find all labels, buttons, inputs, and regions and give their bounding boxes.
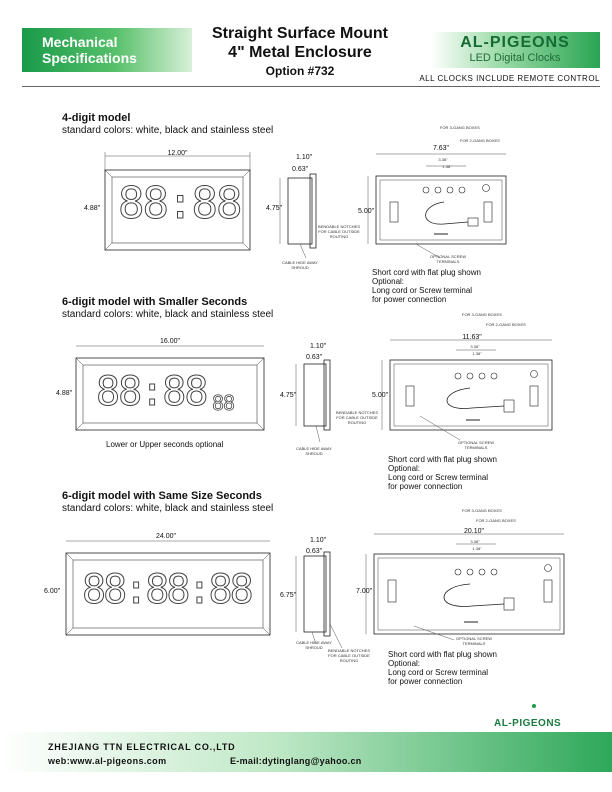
back-height-dim: 5.00" [358, 208, 375, 215]
cord-note-line4: for power connection [372, 295, 447, 304]
front-width-dim: 24.00" [155, 533, 176, 540]
side-height-dim: 6.75" [280, 592, 297, 599]
spec-banner-line1: Mechanical [42, 34, 118, 50]
company-name: ZHEJIANG TTN ELECTRICAL CO.,LTD [48, 742, 236, 752]
side-dim-top2: 0.63" [292, 166, 309, 173]
callout-2gang: FOR 2-GANG BOXES [476, 518, 516, 523]
back-view-drawing [365, 533, 565, 641]
optional-terminals-label: OPTIONAL SCREW TERMINALS [455, 636, 493, 646]
side-dim-top1: 1.10" [296, 154, 313, 161]
section-subtitle: standard colors: white, black and stainl… [62, 503, 274, 514]
cord-note-line2: Optional: [388, 659, 421, 668]
cord-note-line3: Long cord or Screw terminal [388, 473, 489, 482]
bendable-notches-label: BENDABLE NOTCHES FOR CABLE OUTSIDE ROUTI… [328, 648, 371, 663]
back-dim-top2: 3.38" [470, 539, 480, 544]
header-divider [22, 86, 600, 87]
front-height-dim: 4.88" [56, 390, 73, 397]
cord-note: Short cord with flat plug shown Optional… [372, 268, 481, 304]
back-dim-top3: 1.38" [472, 546, 482, 551]
back-dim-top3: 1.38" [442, 164, 452, 169]
side-height-dim: 4.75" [266, 205, 283, 212]
callout-3gang: FOR 3-GANG BOXES [462, 312, 502, 317]
front-width-dim: 12.00" [167, 150, 188, 157]
email-link[interactable]: E-mail:dytinglang@yahoo.cn [230, 756, 362, 766]
section-title: 6-digit model with Same Size Seconds [62, 490, 262, 502]
cord-note-line1: Short cord with flat plug shown [388, 455, 497, 464]
side-dim-top1: 1.10" [310, 537, 327, 544]
front-view-drawing [65, 540, 271, 636]
cable-shroud-label: CABLE HIDE AWAY SHROUD [296, 446, 332, 456]
website-link[interactable]: web:www.al-pigeons.com [48, 756, 167, 766]
cord-note: Short cord with flat plug shown Optional… [388, 455, 497, 491]
front-height-dim: 4.88" [84, 205, 101, 212]
front-view-drawing [75, 345, 265, 431]
seconds-option-note: Lower or Upper seconds optional [106, 440, 224, 449]
cord-note-line1: Short cord with flat plug shown [372, 268, 481, 277]
cord-note: Short cord with flat plug shown Optional… [388, 650, 497, 686]
clock-display-main: 88:88 [95, 369, 208, 415]
back-height-dim: 7.00" [356, 588, 373, 595]
footer-band [0, 732, 612, 772]
side-view-drawing [295, 359, 331, 443]
clock-display-seconds: 88 [212, 391, 236, 415]
cord-note-line2: Optional: [388, 464, 421, 473]
side-dim-top2: 0.63" [306, 548, 323, 555]
side-dim-top2: 0.63" [306, 354, 323, 361]
cord-note-line3: Long cord or Screw terminal [372, 286, 473, 295]
side-dim-top1: 1.10" [310, 343, 327, 350]
logo-text: AL-PIGEONS [494, 718, 562, 729]
section-title: 6-digit model with Smaller Seconds [62, 296, 248, 308]
brand-banner [430, 32, 600, 68]
spec-banner: Mechanical Specifications [22, 28, 192, 72]
front-view-drawing [104, 152, 251, 251]
back-dim-top2: 3.38" [438, 157, 448, 162]
side-height-dim: 4.75" [280, 392, 297, 399]
back-dim-top1: 20.10" [463, 528, 484, 535]
title-line1: Straight Surface Mount [211, 25, 388, 42]
section-subtitle: standard colors: white, black and stainl… [62, 125, 274, 136]
section-subtitle: standard colors: white, black and stainl… [62, 309, 274, 320]
back-dim-top3: 1.38" [472, 351, 482, 356]
side-view-drawing [279, 173, 317, 259]
optional-terminals-label: OPTIONAL SCREW TERMINALS [457, 440, 495, 450]
back-dim-top1: 11.63" [462, 334, 482, 341]
cord-note-line4: for power connection [388, 482, 463, 491]
callout-2gang: FOR 2-GANG BOXES [460, 138, 500, 143]
cord-note-line4: for power connection [388, 677, 463, 686]
back-height-dim: 5.00" [372, 392, 389, 399]
clock-display-4digit: 88:88 [117, 178, 242, 229]
cord-note-line2: Optional: [372, 277, 405, 286]
spec-banner-line2: Specifications [42, 50, 137, 66]
callout-3gang: FOR 3-GANG BOXES [462, 508, 502, 513]
cord-note-line1: Short cord with flat plug shown [388, 650, 497, 659]
cord-note-line3: Long cord or Screw terminal [388, 668, 489, 677]
back-view-drawing [381, 339, 553, 441]
company-logo-icon [497, 700, 542, 746]
bendable-notches-label: BENDABLE NOTCHES FOR CABLE OUTSIDE ROUTI… [336, 410, 379, 425]
bendable-notches-label: BENDABLE NOTCHES FOR CABLE OUTSIDE ROUTI… [318, 224, 361, 239]
option-number: Option #732 [265, 64, 335, 78]
remote-note: ALL CLOCKS INCLUDE REMOTE CONTROL [419, 74, 600, 83]
brand-subtitle: LED Digital Clocks [469, 52, 561, 64]
front-width-dim: 16.00" [159, 338, 180, 345]
optional-terminals-label: OPTIONAL SCREW TERMINALS [429, 254, 467, 264]
cable-shroud-label: CABLE HIDE AWAY SHROUD [296, 640, 332, 650]
front-height-dim: 6.00" [44, 588, 61, 595]
back-view-drawing [367, 153, 507, 259]
cable-shroud-label: CABLE HIDE AWAY SHROUD [282, 260, 318, 270]
callout-3gang: FOR 3-GANG BOXES [440, 125, 480, 130]
side-view-drawing [295, 551, 343, 649]
brand-name: AL-PIGEONS [460, 34, 570, 51]
clock-display-6digit: 88:88:88 [82, 567, 255, 613]
back-dim-top1: 7.63" [432, 145, 450, 152]
section-title: 4-digit model [62, 112, 131, 124]
page-title: Straight Surface Mount 4" Metal Enclosur… [190, 24, 410, 62]
back-dim-top2: 3.38" [470, 344, 480, 349]
callout-2gang: FOR 2-GANG BOXES [486, 322, 526, 327]
title-line2: 4" Metal Enclosure [228, 44, 372, 61]
